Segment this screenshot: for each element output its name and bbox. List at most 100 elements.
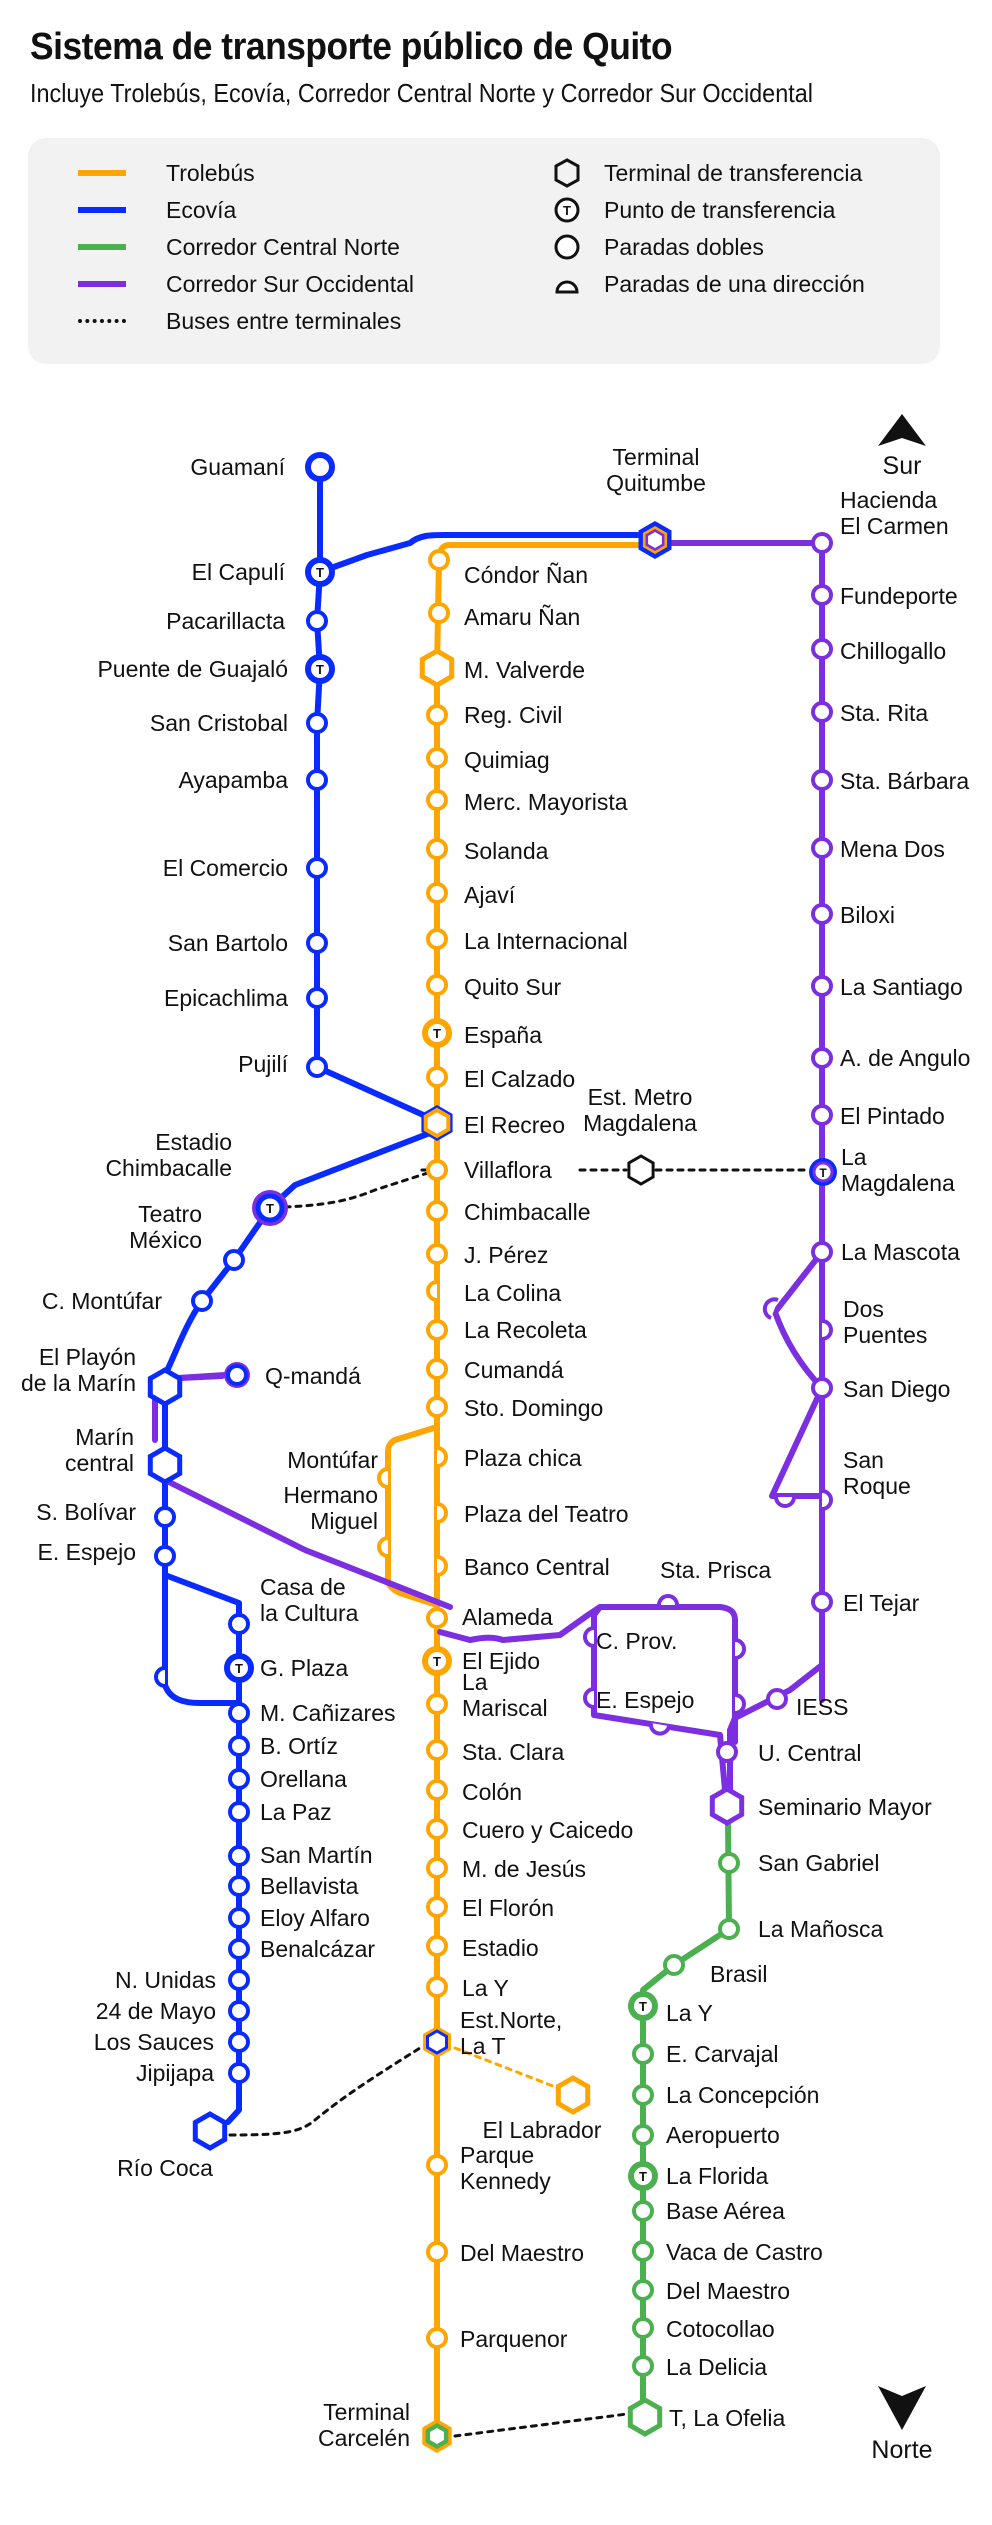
station-cuero-y-caicedo[interactable] (426, 1818, 448, 1840)
station-q-manda[interactable] (224, 1362, 250, 1388)
station-chillogallo[interactable] (811, 638, 833, 660)
station-colon[interactable] (426, 1779, 448, 1801)
station-benalcazar[interactable] (228, 1938, 250, 1960)
station-c-prov[interactable] (583, 1626, 595, 1648)
station-el-comercio[interactable] (306, 857, 328, 879)
station-villaflora[interactable] (426, 1159, 448, 1181)
station-epicachlima[interactable] (306, 987, 328, 1009)
station-a-de-angulo[interactable] (811, 1047, 833, 1069)
station-seminario-mayor[interactable] (709, 1786, 745, 1826)
station-el-floron[interactable] (426, 1896, 448, 1918)
station-hacienda-el-carmen[interactable] (811, 532, 833, 554)
station-terminal-carcelen[interactable] (422, 2419, 452, 2453)
station-sta-rita[interactable] (811, 701, 833, 723)
station-chimbacalle[interactable] (426, 1200, 448, 1222)
station-est-metro-magdalena[interactable] (627, 1154, 655, 1186)
station-san-martin[interactable] (228, 1845, 250, 1867)
station-alameda[interactable] (426, 1607, 448, 1629)
station-parque-kennedy[interactable] (426, 2154, 448, 2176)
station-e-espejo[interactable] (583, 1687, 595, 1709)
station-guamani[interactable] (305, 452, 335, 482)
station-biloxi[interactable] (811, 903, 833, 925)
station-est-norte-la-t[interactable] (423, 2026, 451, 2058)
station-la-mascota[interactable] (811, 1241, 833, 1263)
station-la-concepcion[interactable] (632, 2084, 654, 2106)
station-cotocollao[interactable] (632, 2317, 654, 2339)
station-el-capuli[interactable]: T (305, 557, 335, 587)
station-aeropuerto[interactable] (632, 2124, 654, 2146)
station-el-tejar[interactable] (811, 1591, 833, 1613)
station-e-carvajal[interactable] (632, 2043, 654, 2065)
station-teatro-mexico[interactable] (223, 1249, 245, 1271)
station-casa-de-la-cultura[interactable] (228, 1613, 250, 1635)
station-e-espejo[interactable] (154, 1545, 176, 1567)
station-san-gabriel[interactable] (718, 1852, 740, 1874)
station-banco-central[interactable] (436, 1555, 448, 1577)
station-sta-prisca[interactable] (657, 1594, 679, 1606)
station-la-magdalena[interactable]: T (809, 1158, 837, 1186)
station-la-manosca[interactable] (718, 1918, 740, 1940)
station-la-delicia[interactable] (632, 2355, 654, 2377)
station-sto-domingo[interactable] (426, 1396, 448, 1418)
station-merc-mayorista[interactable] (426, 789, 448, 811)
station-m-de-jesus[interactable] (426, 1857, 448, 1879)
station-la-recoleta[interactable] (426, 1319, 448, 1341)
station-pujili[interactable] (306, 1056, 328, 1078)
station-plaza-chica[interactable] (436, 1446, 448, 1468)
station-quito-sur[interactable] (426, 974, 448, 996)
station-plaza-del-teatro[interactable] (436, 1502, 448, 1524)
station-sta-barbara[interactable] (811, 769, 833, 791)
station-hermano-miguel[interactable] (377, 1536, 389, 1558)
station-pacarillacta[interactable] (306, 610, 328, 632)
station-c-montufar[interactable] (191, 1290, 213, 1312)
station-parquenor[interactable] (426, 2327, 448, 2349)
station-la-y[interactable] (426, 1976, 448, 1998)
station-el-recreo[interactable] (421, 1105, 453, 1141)
station-del-maestro[interactable] (426, 2241, 448, 2263)
station-u-central[interactable] (716, 1741, 738, 1763)
station-quimiag[interactable] (426, 747, 448, 769)
station-mena-dos[interactable] (811, 837, 833, 859)
station-la-florida[interactable]: T (628, 2161, 658, 2191)
station-del-maestro[interactable] (632, 2279, 654, 2301)
station-sta-clara[interactable] (426, 1739, 448, 1761)
station-j-perez[interactable] (426, 1243, 448, 1265)
station-brasil[interactable] (663, 1954, 685, 1976)
station-cumanda[interactable] (426, 1358, 448, 1380)
station-el-calzado[interactable] (426, 1066, 448, 1088)
station-vaca-de-castro[interactable] (632, 2240, 654, 2262)
station-estadio-chimbacalle[interactable]: T (252, 1190, 288, 1226)
station-fundeporte[interactable] (811, 584, 833, 606)
station-el-pintado[interactable] (811, 1104, 833, 1126)
station-la-y[interactable]: T (628, 1991, 658, 2021)
station-estadio[interactable] (426, 1935, 448, 1957)
station-terminal-quitumbe[interactable] (638, 521, 672, 559)
station-puente-de-guajalo[interactable]: T (305, 654, 335, 684)
station-eloy-alfaro[interactable] (228, 1907, 250, 1929)
station-m-canizares[interactable] (228, 1702, 250, 1724)
station-san-bartolo[interactable] (306, 932, 328, 954)
station-el-ejido[interactable]: T (422, 1646, 452, 1676)
station-orellana[interactable] (228, 1768, 250, 1790)
station-condor-nan[interactable] (428, 549, 450, 571)
station-la-paz[interactable] (228, 1801, 250, 1823)
station-ajavi[interactable] (426, 882, 448, 904)
station-m-valverde[interactable] (419, 648, 455, 688)
station-la-mariscal[interactable] (426, 1693, 448, 1715)
station-el-playon-de-la-marin[interactable] (147, 1367, 183, 1407)
station-marin-central[interactable] (147, 1445, 183, 1485)
station-solanda[interactable] (426, 838, 448, 860)
station-jipijapa[interactable] (228, 2062, 250, 2084)
station-24-de-mayo[interactable] (228, 2000, 250, 2022)
station-la-internacional[interactable] (426, 928, 448, 950)
station-rio-coca[interactable] (192, 2111, 228, 2151)
station-t-la-ofelia[interactable] (627, 2397, 663, 2437)
station-la-colina[interactable] (426, 1280, 438, 1302)
station-dos-puentes[interactable] (821, 1319, 833, 1341)
station-el-labrador[interactable] (555, 2075, 591, 2115)
station-san-cristobal[interactable] (306, 712, 328, 734)
station-s-bolivar[interactable] (154, 1506, 176, 1528)
station-n-unidas[interactable] (228, 1969, 250, 1991)
station-san-roque[interactable] (821, 1489, 833, 1511)
station-bellavista[interactable] (228, 1875, 250, 1897)
